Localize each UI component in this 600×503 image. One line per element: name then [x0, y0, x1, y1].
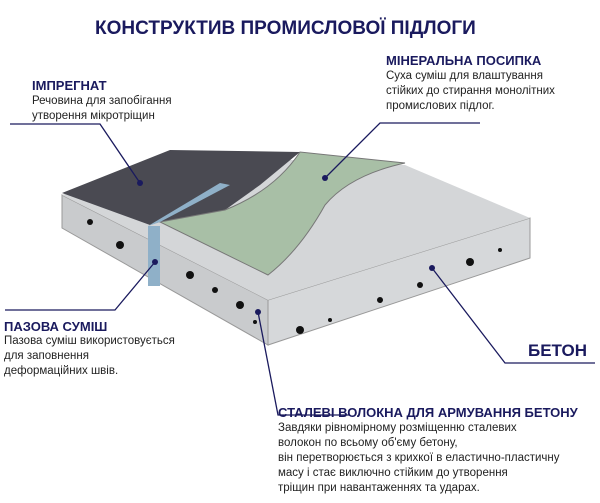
joint-callout-line — [5, 261, 156, 311]
mineral-callout-line — [324, 122, 480, 179]
fibers-callout-line — [257, 311, 350, 416]
aggregate-dots — [87, 219, 502, 334]
concrete-heading: БЕТОН — [528, 341, 588, 360]
joint-front — [148, 226, 160, 286]
concrete-callout-line — [431, 267, 595, 364]
impregnat-layer — [62, 150, 300, 225]
joint-heading: ПАЗОВА СУМІШ — [4, 319, 108, 334]
fibers-description: Завдяки рівномірному розміщенню сталевих… — [278, 422, 560, 494]
impregnat-heading: ІМПРЕГНАТ — [32, 78, 107, 93]
joint-strip — [148, 183, 230, 226]
mineral-heading: МІНЕРАЛЬНА ПОСИПКА — [386, 53, 542, 68]
page-title: КОНСТРУКТИВ ПРОМИСЛОВОЇ ПІДЛОГИ — [95, 18, 476, 39]
mineral-layer — [158, 151, 406, 276]
impregnat-callout-line — [10, 123, 141, 184]
fibers-heading: СТАЛЕВІ ВОЛОКНА ДЛЯ АРМУВАННЯ БЕТОНУ — [278, 405, 578, 420]
